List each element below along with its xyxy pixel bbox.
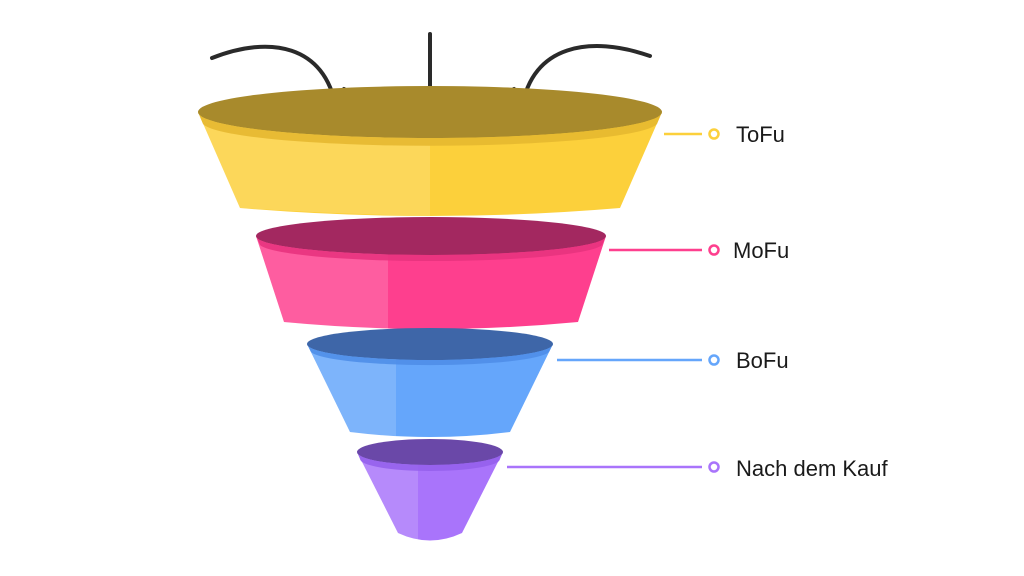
- legend-nach-dem-kauf: Nach dem Kauf: [507, 456, 889, 481]
- stage-body: [307, 344, 553, 437]
- stage-rim: [307, 344, 553, 366]
- stage-label: Nach dem Kauf: [736, 456, 889, 481]
- stage-rim: [198, 112, 662, 146]
- stage-label: ToFu: [736, 122, 785, 147]
- funnel-stage-bofu: [307, 328, 553, 438]
- arrow-left: [210, 44, 338, 110]
- legend-mofu: MoFu: [609, 238, 789, 263]
- legend-bofu: BoFu: [557, 348, 789, 373]
- funnel-stage-mofu: [256, 217, 606, 331]
- stage-top: [256, 217, 606, 255]
- stage-rim: [256, 236, 606, 262]
- stage-label: BoFu: [736, 348, 789, 373]
- funnel-stage-tofu: [198, 86, 662, 216]
- stage-top: [307, 328, 553, 360]
- stage-body: [357, 452, 503, 541]
- connector-marker: [708, 128, 720, 140]
- stage-shade: [357, 452, 418, 542]
- funnel-stage-nach-dem-kauf: [357, 439, 503, 542]
- connector-marker: [708, 354, 720, 366]
- connector-marker: [708, 244, 720, 256]
- connector-marker: [708, 461, 720, 473]
- stage-top: [357, 439, 503, 465]
- stage-top: [198, 86, 662, 138]
- stage-shade: [256, 236, 388, 331]
- arrow-right: [520, 44, 652, 110]
- stage-body: [256, 236, 606, 329]
- stage-label: MoFu: [733, 238, 789, 263]
- stage-shade: [307, 344, 396, 438]
- stage-rim: [357, 452, 503, 471]
- legend-tofu: ToFu: [664, 122, 785, 147]
